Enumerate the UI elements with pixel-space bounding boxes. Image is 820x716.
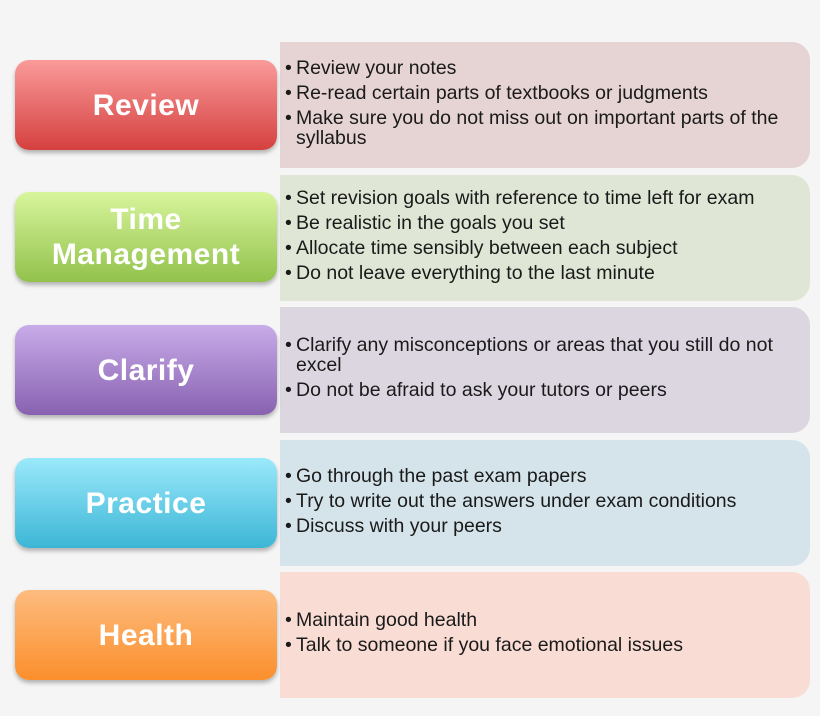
practice-details-panel: •Go through the past exam papers •Try to… xyxy=(280,440,810,566)
bullet-item: •Clarify any misconceptions or areas tha… xyxy=(285,334,773,376)
review-bullet-list: •Review your notes •Re-read certain part… xyxy=(285,58,800,153)
bullet-item: •Go through the past exam papers xyxy=(285,464,587,487)
health-details-panel: •Maintain good health •Talk to someone i… xyxy=(280,572,810,698)
time-management-bullet-list: •Set revision goals with reference to ti… xyxy=(285,188,800,288)
health-label: Health xyxy=(15,590,277,680)
bullet-item: •Allocate time sensibly between each sub… xyxy=(285,237,678,259)
bullet-icon: • xyxy=(285,237,292,259)
row-practice: •Go through the past exam papers •Try to… xyxy=(0,440,820,566)
bullet-icon: • xyxy=(285,379,292,401)
clarify-label: Clarify xyxy=(15,325,277,415)
bullet-icon: • xyxy=(285,81,292,104)
practice-bullet-list: •Go through the past exam papers •Try to… xyxy=(285,466,800,541)
bullet-item: •Make sure you do not miss out on import… xyxy=(285,106,779,149)
bullet-item: •Be realistic in the goals you set xyxy=(285,212,565,234)
bullet-icon: • xyxy=(285,609,292,631)
time-management-details-panel: •Set revision goals with reference to ti… xyxy=(280,175,810,301)
bullet-item: •Talk to someone if you face emotional i… xyxy=(285,634,683,656)
bullet-icon: • xyxy=(285,489,292,512)
bullet-item: •Maintain good health xyxy=(285,609,478,631)
bullet-icon: • xyxy=(285,262,292,284)
row-time-management: •Set revision goals with reference to ti… xyxy=(0,175,820,301)
bullet-item: •Re-read certain parts of textbooks or j… xyxy=(285,81,708,104)
bullet-icon: • xyxy=(285,634,292,656)
health-bullet-list: •Maintain good health •Talk to someone i… xyxy=(285,610,800,660)
bullet-icon: • xyxy=(285,464,292,487)
bullet-icon: • xyxy=(285,106,292,129)
bullet-item: •Do not leave everything to the last min… xyxy=(285,262,655,284)
time-management-label: Time Management xyxy=(15,192,277,282)
review-details-panel: •Review your notes •Re-read certain part… xyxy=(280,42,810,168)
bullet-item: •Discuss with your peers xyxy=(285,514,502,537)
row-health: •Maintain good health •Talk to someone i… xyxy=(0,572,820,698)
bullet-icon: • xyxy=(285,187,292,209)
bullet-item: •Try to write out the answers under exam… xyxy=(285,489,737,512)
clarify-bullet-list: •Clarify any misconceptions or areas tha… xyxy=(285,335,800,405)
bullet-icon: • xyxy=(285,334,292,356)
practice-label: Practice xyxy=(15,458,277,548)
bullet-item: •Do not be afraid to ask your tutors or … xyxy=(285,379,667,401)
bullet-icon: • xyxy=(285,514,292,537)
bullet-icon: • xyxy=(285,212,292,234)
bullet-icon: • xyxy=(285,56,292,79)
review-label: Review xyxy=(15,60,277,150)
row-review: •Review your notes •Re-read certain part… xyxy=(0,42,820,168)
row-clarify: •Clarify any misconceptions or areas tha… xyxy=(0,307,820,433)
bullet-item: •Review your notes xyxy=(285,56,457,79)
bullet-item: •Set revision goals with reference to ti… xyxy=(285,187,755,209)
clarify-details-panel: •Clarify any misconceptions or areas tha… xyxy=(280,307,810,433)
